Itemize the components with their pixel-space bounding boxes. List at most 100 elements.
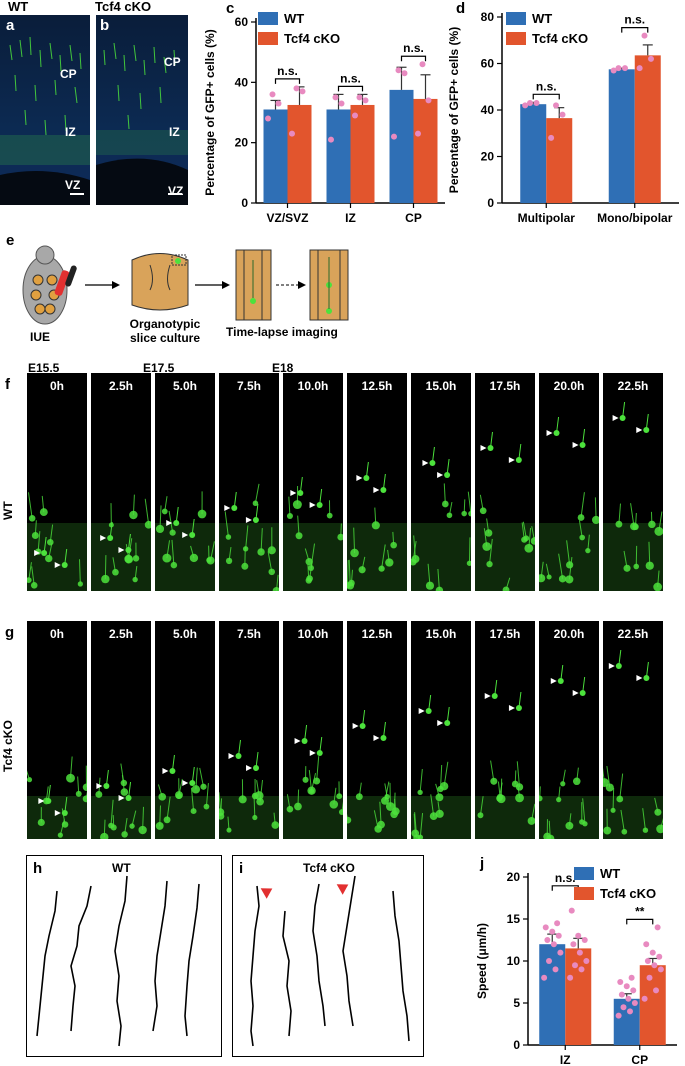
legend-label: Tcf4 cKO: [532, 31, 588, 46]
data-point: [631, 1000, 638, 1006]
data-point: [550, 941, 557, 948]
x-tick-label: IZ: [345, 211, 356, 225]
data-point: [338, 100, 345, 107]
data-point: [554, 920, 561, 927]
arrowhead-marker: [336, 884, 349, 895]
panel-b-label-vz: VZ: [168, 184, 184, 198]
y-tick-label: 60: [481, 57, 495, 71]
arrowhead-marker: [373, 487, 380, 493]
timelapse-frame: 7.5h: [219, 373, 279, 591]
panel-b-title: Tcf4 cKO: [95, 0, 152, 14]
data-point: [559, 111, 566, 118]
data-point: [553, 102, 559, 109]
y-axis-label: Percentage of GFP+ cells (%): [447, 27, 461, 193]
data-point: [555, 932, 562, 939]
arrowhead-marker: [96, 783, 103, 789]
frame-time-label: 22.5h: [617, 379, 649, 393]
y-tick-label: 5: [513, 996, 520, 1010]
y-tick-label: 0: [241, 196, 248, 210]
data-point: [568, 907, 575, 914]
frame-time-label: 7.5h: [236, 627, 261, 641]
frame-time-label: 5.0h: [172, 627, 197, 641]
panel-b-image: CP IZ VZ: [96, 15, 188, 205]
significance-bracket: [621, 27, 649, 33]
step-3-label: Time-lapse imaging: [226, 325, 338, 339]
frame-time-label: 12.5h: [361, 379, 393, 393]
timelapse-frame: 20.0h: [539, 373, 599, 591]
arrowhead-marker: [162, 768, 169, 774]
arrowhead-marker: [182, 780, 189, 786]
legend-swatch: [258, 12, 278, 25]
arrowhead-marker: [352, 723, 359, 729]
frame-time-label: 2.5h: [108, 379, 133, 393]
bar: [326, 109, 351, 203]
panel-letter-j: j: [480, 855, 485, 872]
legend-swatch: [506, 12, 526, 25]
x-tick-label: Mono/bipolar: [597, 211, 673, 225]
frame-time-label: 5.0h: [172, 379, 197, 393]
data-point: [628, 974, 635, 981]
data-point: [575, 932, 582, 939]
panel-b-label-iz: IZ: [169, 125, 180, 139]
brain-slice-icon: [131, 253, 189, 311]
arrowhead-marker: [166, 520, 173, 526]
frame-time-label: 15.0h: [425, 627, 457, 641]
frame-time-label: 22.5h: [617, 627, 649, 641]
legend-label: WT: [284, 11, 304, 26]
data-point: [419, 61, 426, 68]
y-tick-label: 60: [235, 15, 249, 29]
arrowhead-marker: [437, 720, 444, 726]
timelapse-frame: 17.5h: [475, 373, 535, 591]
arrowhead-marker: [636, 675, 643, 681]
significance-label: n.s.: [277, 64, 298, 78]
bar: [350, 104, 375, 203]
panel-a-label-cp: CP: [60, 67, 77, 81]
data-point: [541, 974, 548, 981]
panel-a-label-iz: IZ: [65, 125, 76, 139]
legend-label: Tcf4 cKO: [284, 31, 340, 46]
data-point: [583, 958, 590, 964]
data-point: [275, 100, 282, 107]
arrowhead-marker: [294, 738, 301, 744]
arrowhead-marker: [309, 502, 316, 508]
data-point: [648, 55, 654, 62]
y-tick-label: 20: [235, 136, 249, 150]
bar: [263, 109, 288, 203]
significance-label: n.s.: [555, 871, 576, 885]
y-tick-label: 40: [235, 75, 249, 89]
timelapse-frame: 0h: [27, 373, 87, 591]
data-point: [265, 115, 271, 122]
panel-letter-g: g: [5, 624, 15, 641]
panel-letter-f: f: [5, 376, 10, 393]
data-point: [654, 924, 661, 931]
data-point: [289, 130, 295, 137]
data-point: [542, 924, 549, 931]
frame-time-label: 15.0h: [425, 379, 457, 393]
data-point: [651, 962, 658, 969]
data-point: [548, 134, 555, 141]
data-point: [625, 995, 632, 1002]
timelapse-frame-icon: [309, 249, 349, 321]
y-tick-label: 10: [507, 954, 521, 968]
frame-time-label: 20.0h: [553, 627, 585, 641]
legend-label: WT: [532, 11, 552, 26]
cortex-section-wt: [0, 15, 90, 205]
data-point: [533, 100, 540, 107]
arrowhead-marker: [224, 505, 231, 511]
arrowhead-marker: [608, 663, 615, 669]
significance-bracket: [400, 55, 427, 62]
y-tick-label: 0: [513, 1038, 520, 1052]
data-point: [641, 995, 648, 1002]
significance-label: n.s.: [340, 71, 361, 85]
row-label-wt: WT: [1, 501, 15, 520]
data-point: [415, 130, 421, 137]
panel-letter-e: e: [6, 232, 15, 249]
data-point: [576, 949, 583, 956]
timelapse-frame: 2.5h: [91, 373, 151, 591]
y-tick-label: 80: [481, 10, 495, 24]
data-point: [395, 67, 402, 74]
data-point: [581, 937, 588, 943]
data-point: [557, 949, 564, 956]
data-point: [527, 100, 533, 107]
